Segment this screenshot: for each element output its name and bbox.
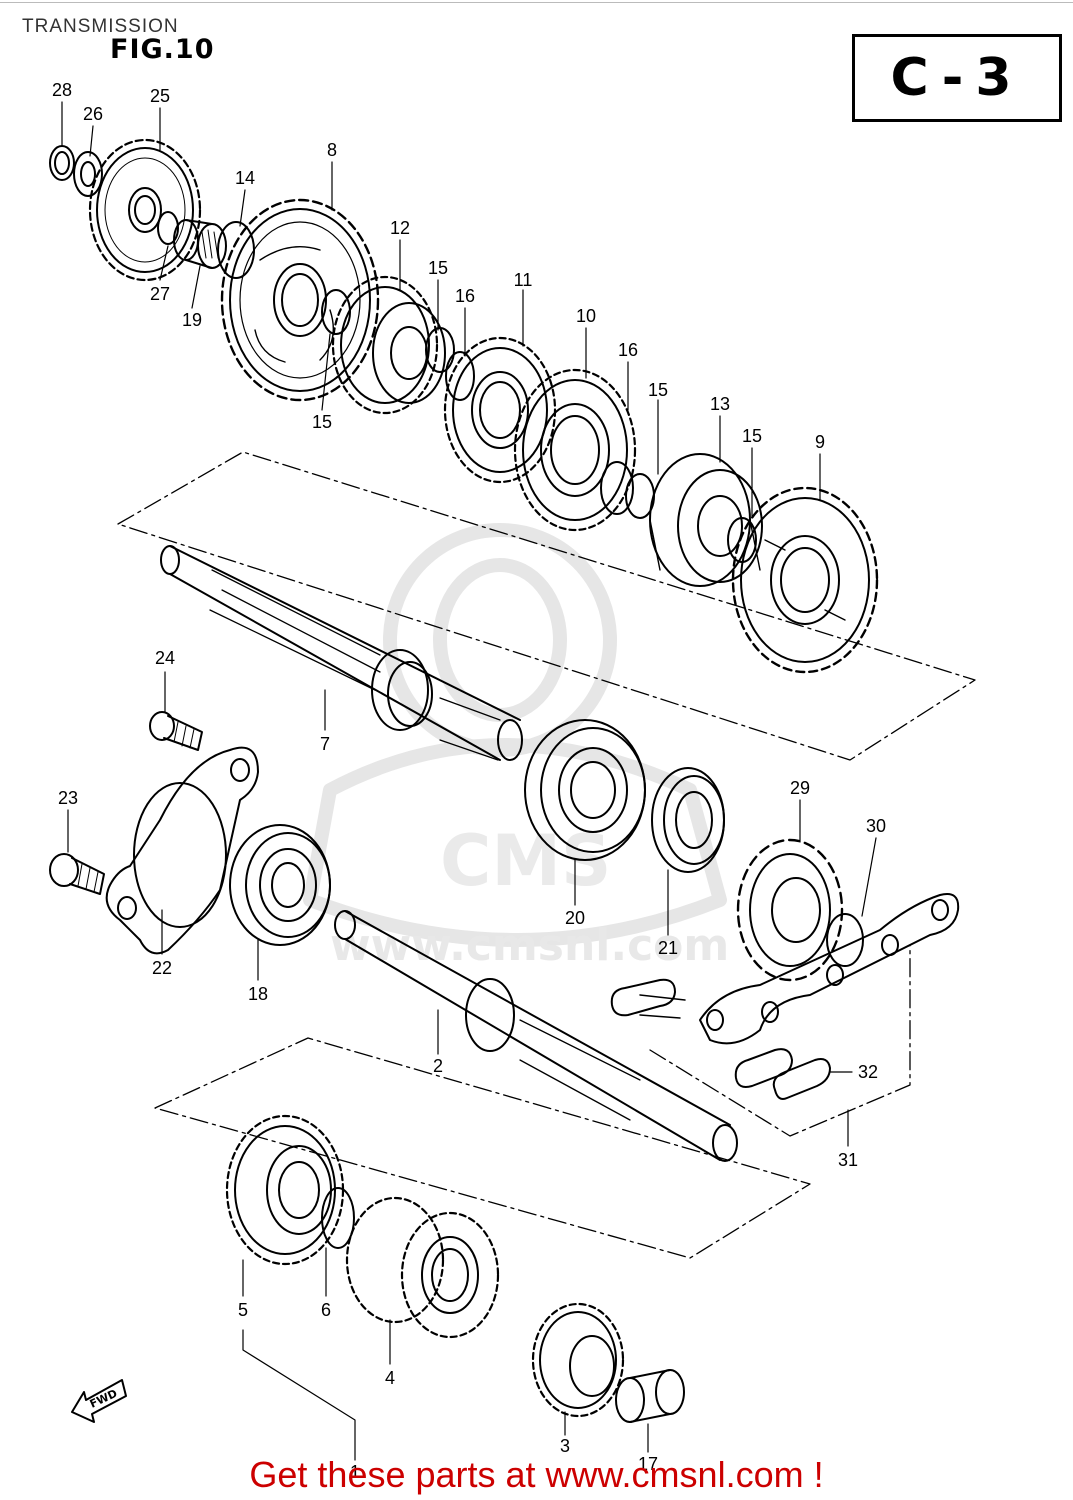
chain-group-outline [649, 944, 911, 1137]
figure-label: FIG.10 [110, 34, 215, 65]
oil-seal-part-21 [651, 767, 725, 873]
callout-labels: 28 26 25 14 8 12 15 16 11 10 16 15 13 15… [52, 80, 886, 1482]
callout-18: 18 [248, 984, 268, 1004]
callout-28: 28 [52, 80, 72, 100]
callout-16: 16 [455, 286, 475, 306]
callout-5: 5 [238, 1300, 248, 1320]
callout-16: 16 [618, 340, 638, 360]
needle-bearing-part-17 [615, 1369, 685, 1423]
washer-part-14 [217, 221, 255, 279]
callout-15: 15 [648, 380, 668, 400]
gear-part-13 [649, 453, 763, 587]
forward-direction-icon [71, 1379, 127, 1423]
callout-3: 3 [560, 1436, 570, 1456]
callout-29: 29 [790, 778, 810, 798]
callout-15: 15 [742, 426, 762, 446]
callout-8: 8 [327, 140, 337, 160]
countershaft-part-7 [160, 545, 523, 761]
parts-shop-link[interactable]: Get these parts at www.cmsnl.com ! [249, 1454, 824, 1495]
circlip-part-15-b [425, 327, 455, 373]
callout-25: 25 [150, 86, 170, 106]
needle-bearing-part-19 [173, 219, 227, 269]
drive-chain-part-31 [699, 893, 960, 1045]
callout-26: 26 [83, 104, 103, 124]
circlip-part-28 [49, 145, 75, 181]
bearing-part-18 [229, 824, 331, 946]
callout-14: 14 [235, 168, 255, 188]
circlip-part-15-a [321, 289, 351, 335]
gear-part-11 [443, 336, 557, 484]
callout-17: 17 [638, 1454, 658, 1474]
callout-2: 2 [433, 1056, 443, 1076]
gear-part-25 [88, 138, 202, 282]
gear-part-12 [331, 275, 446, 415]
callout-11: 11 [514, 270, 533, 290]
group-outlines [117, 451, 976, 1259]
section-code-box: C-3 [852, 34, 1062, 122]
lock-washer-part-30 [826, 913, 864, 967]
washer-part-27 [157, 211, 179, 245]
callout-24: 24 [155, 648, 175, 668]
gear-part-8 [220, 198, 380, 402]
callout-9: 9 [815, 432, 825, 452]
callout-1: 1 [350, 1462, 360, 1482]
callout-15: 15 [312, 412, 332, 432]
callout-21: 21 [658, 938, 678, 958]
countershaft-group-outline [117, 451, 976, 761]
bolt-part-24 [149, 711, 203, 751]
callout-31: 31 [838, 1150, 858, 1170]
callout-20: 20 [565, 908, 585, 928]
sprocket-part-29 [736, 838, 844, 982]
callout-27: 27 [150, 284, 170, 304]
washer-part-26 [73, 151, 103, 197]
callout-6: 6 [321, 1300, 331, 1320]
gear-part-5 [225, 1114, 345, 1266]
leader-lines [61, 101, 877, 1461]
callout-32: 32 [858, 1062, 878, 1082]
callout-19: 19 [182, 310, 202, 330]
bolt-part-23 [49, 853, 105, 895]
driveshaft-group-outline [154, 1037, 811, 1259]
gear-part-3 [531, 1302, 625, 1418]
gear-part-4 [345, 1196, 500, 1339]
bearing-part-20 [524, 719, 646, 861]
callout-7: 7 [320, 734, 330, 754]
watermark-text: www.cmsnl.com [330, 920, 729, 971]
driveshaft-part-2 [334, 910, 738, 1162]
callout-12: 12 [390, 218, 410, 238]
callout-13: 13 [710, 394, 730, 414]
section-code: C-3 [890, 48, 1024, 108]
page-title: TRANSMISSION [22, 16, 179, 37]
callout-15: 15 [428, 258, 448, 278]
callout-22: 22 [152, 958, 172, 978]
master-link-clip-part-32 [772, 1058, 831, 1100]
callout-23: 23 [58, 788, 78, 808]
top-rule [0, 2, 1073, 3]
washer-part-16-a [445, 351, 475, 401]
watermark-logo [303, 523, 727, 947]
gear-part-10 [513, 368, 637, 532]
circlip-part-6 [321, 1187, 355, 1249]
callout-10: 10 [576, 306, 596, 326]
gear-part-9 [731, 486, 879, 674]
chain-joint-link [610, 978, 793, 1088]
washer-part-16-b [600, 461, 634, 515]
bearing-plate-part-22 [105, 746, 259, 955]
callout-4: 4 [385, 1368, 395, 1388]
watermark-logo-text: CMS [440, 820, 611, 902]
callout-30: 30 [866, 816, 886, 836]
